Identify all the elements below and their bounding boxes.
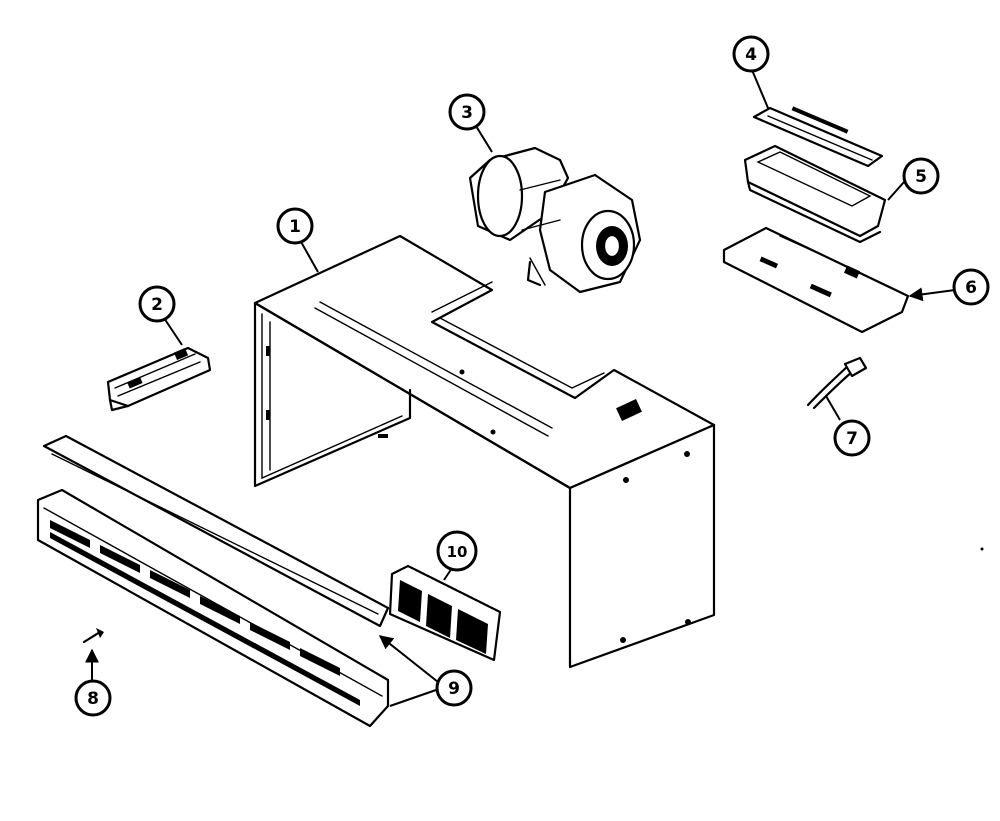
mounting-plate-part — [722, 226, 910, 334]
callout-5-label: 5 — [915, 167, 927, 187]
bracket-part — [106, 346, 212, 412]
wire-part — [806, 356, 868, 410]
callout-4-label: 4 — [745, 45, 757, 65]
callout-10-label: 10 — [447, 543, 468, 561]
callout-4: 4 — [732, 35, 770, 73]
callout-10: 10 — [436, 530, 478, 572]
grille-slots — [50, 520, 360, 706]
callout-9-label: 9 — [448, 679, 460, 699]
screw-part — [82, 628, 104, 644]
blower-part — [468, 146, 642, 294]
filter-part — [388, 564, 502, 662]
callout-3: 3 — [448, 93, 486, 131]
callout-6: 6 — [952, 268, 990, 306]
stray-dot — [980, 547, 984, 551]
callout-2: 2 — [138, 285, 176, 323]
callout-5: 5 — [902, 157, 940, 195]
callout-7: 7 — [833, 419, 871, 457]
control-housing-part — [743, 144, 887, 244]
housing-part — [253, 234, 716, 669]
callout-3-label: 3 — [461, 103, 473, 123]
callout-7-label: 7 — [846, 429, 858, 449]
callout-1: 1 — [276, 207, 314, 245]
front-grille-part — [36, 434, 390, 728]
callout-6-label: 6 — [965, 278, 977, 298]
callout-2-label: 2 — [151, 295, 163, 315]
callout-8: 8 — [74, 679, 112, 717]
control-board-part — [752, 106, 884, 168]
leader-lines — [85, 69, 956, 707]
callout-8-label: 8 — [87, 689, 99, 709]
callout-9: 9 — [435, 669, 473, 707]
callout-1-label: 1 — [289, 217, 301, 237]
